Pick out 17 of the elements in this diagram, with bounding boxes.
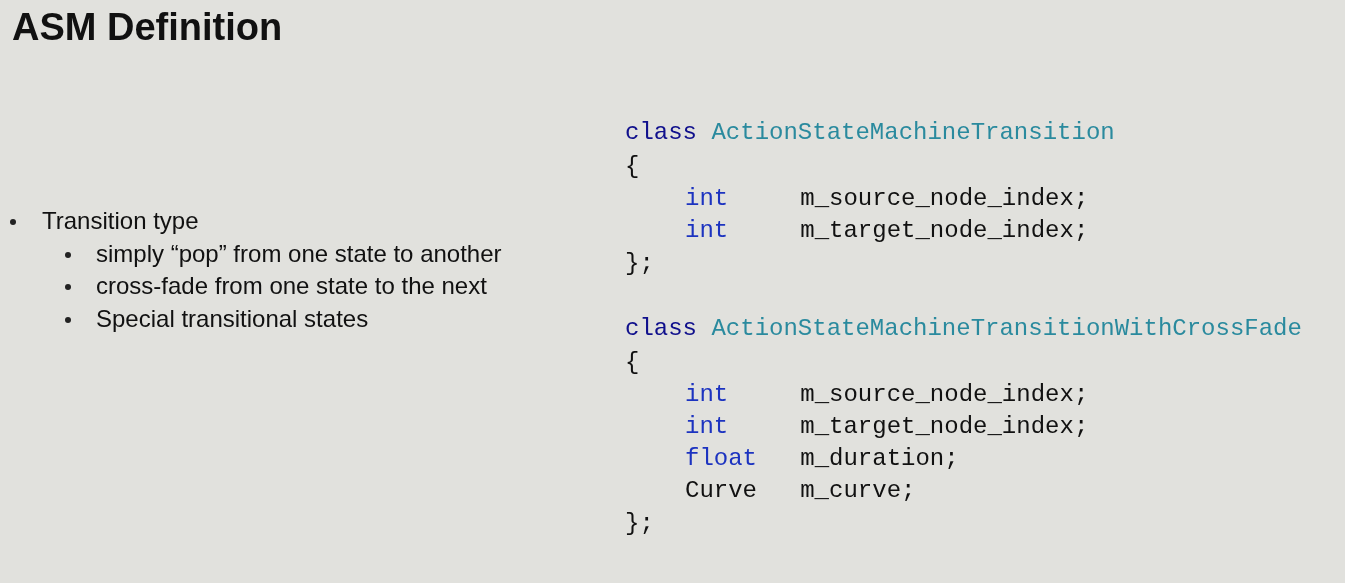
- code-line: };: [625, 250, 654, 277]
- code-line: };: [625, 510, 654, 537]
- code-line: int m_target_node_index;: [685, 413, 1089, 440]
- slide-title: ASM Definition: [12, 6, 283, 49]
- bullet-text: Special transitional states: [96, 305, 369, 333]
- code-line: class ActionStateMachineTransition: [625, 119, 1115, 146]
- bullet-text: cross-fade from one state to the next: [96, 272, 487, 300]
- code-line: float m_duration;: [685, 445, 959, 472]
- code-line: int m_source_node_index;: [685, 185, 1089, 212]
- code-line: Curve m_curve;: [685, 477, 916, 504]
- code-line: int m_source_node_index;: [685, 381, 1089, 408]
- code-line: int m_target_node_index;: [685, 217, 1089, 244]
- bullet-text: Transition type: [42, 207, 199, 235]
- code-line: {: [625, 349, 640, 376]
- bullet-text: simply “pop” from one state to another: [96, 240, 502, 268]
- code-line: {: [625, 153, 640, 180]
- code-line: class ActionStateMachineTransitionWithCrossFade: [625, 315, 1302, 342]
